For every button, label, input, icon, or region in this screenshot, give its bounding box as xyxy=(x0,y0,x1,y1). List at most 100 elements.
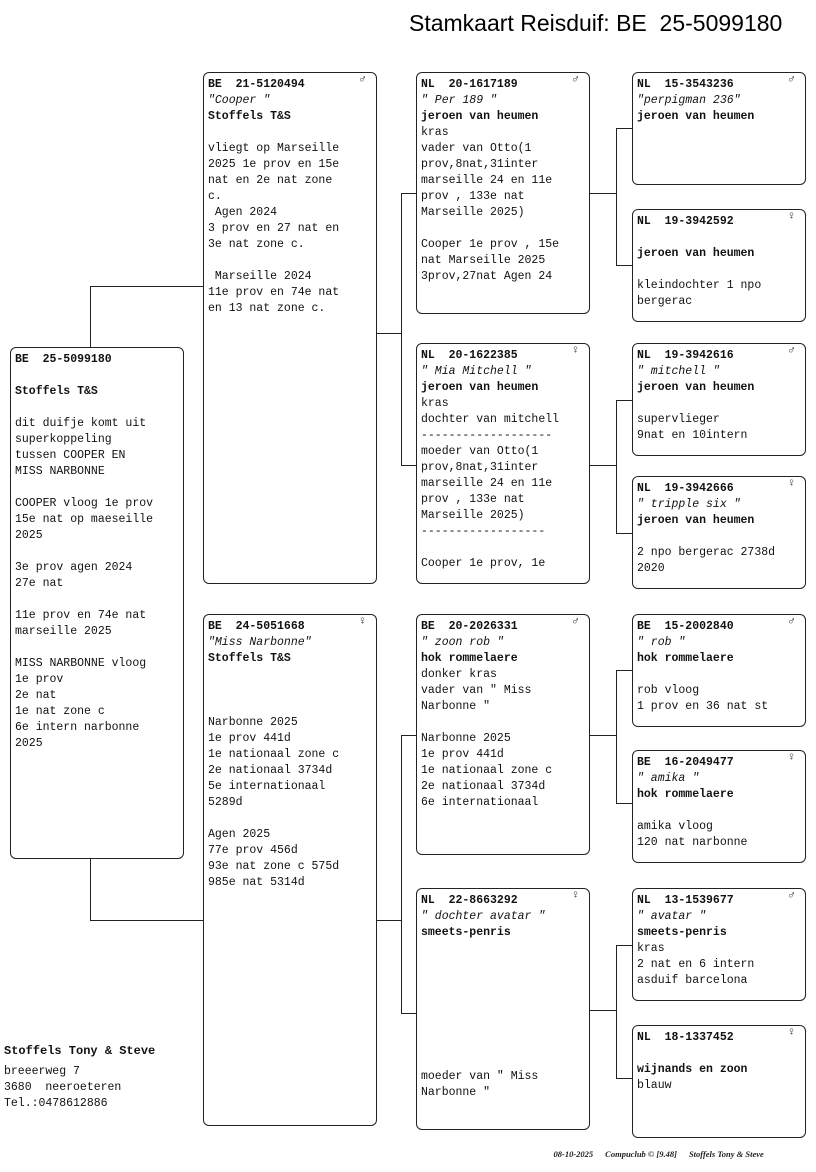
pigeon-name: "perpigman 236" xyxy=(637,94,741,107)
note-line xyxy=(15,592,183,608)
breeder-name: Stoffels Tony & Steve xyxy=(4,1044,156,1058)
note-line: marseille 24 en 11e xyxy=(421,174,553,187)
note-line: Narbonne 2025 xyxy=(421,732,511,745)
breeder-phone: Tel.:0478612886 xyxy=(4,1097,108,1110)
footer-date: 08-10-2025 xyxy=(553,1149,594,1159)
pigeon-name xyxy=(637,230,805,246)
note-line: 5e internationaal xyxy=(208,780,326,793)
male-icon: ♂ xyxy=(788,344,795,357)
note-line: 2e nationaal 3734d xyxy=(208,764,333,777)
note-line xyxy=(421,221,589,237)
connector-line xyxy=(90,859,91,920)
note-line xyxy=(421,1021,589,1037)
connector-line xyxy=(590,465,616,466)
note-line: nat Marseille 2025 xyxy=(421,254,546,267)
pigeon-owner: wijnands en zoon xyxy=(637,1063,748,1076)
pigeon-owner: Stoffels T&S xyxy=(208,110,291,123)
note-line xyxy=(637,396,805,412)
pigeon-name: " avatar " xyxy=(637,910,707,923)
note-line: vader van " Miss xyxy=(421,684,532,697)
pigeon-owner: jeroen van heumen xyxy=(637,247,755,260)
pigeon-owner: jeroen van heumen xyxy=(637,514,755,527)
pigeon-card-dam[interactable]: BE 24-5051668♀"Miss Narbonne"Stoffels T&… xyxy=(203,614,377,1126)
ring-number: NL 20-1617189 xyxy=(421,78,518,91)
pigeon-name xyxy=(15,368,183,384)
connector-line xyxy=(590,193,616,194)
footer-owner: Stoffels Tony & Steve xyxy=(688,1149,764,1159)
note-line: dochter van mitchell xyxy=(421,413,560,426)
footer: 08-10-2025 Compuclub © [9.48] Stoffels Ton… xyxy=(545,1139,776,1169)
pigeon-card-sd[interactable]: NL 20-1622385♀" Mia Mitchell "jeroen van… xyxy=(416,343,590,584)
connector-line xyxy=(401,1013,416,1014)
female-icon: ♀ xyxy=(572,344,579,357)
note-line: 1e prov 441d xyxy=(208,732,291,745)
note-line: 3 prov en 27 nat en xyxy=(208,222,340,235)
note-line: 2025 xyxy=(15,737,43,750)
note-line: blauw xyxy=(637,1079,672,1092)
male-icon: ♂ xyxy=(572,615,579,628)
breeder-city: 3680 neeroeteren xyxy=(4,1081,122,1094)
pigeon-owner: hok rommelaere xyxy=(637,788,734,801)
ring-number: NL 20-1622385 xyxy=(421,349,518,362)
note-line: supervlieger xyxy=(637,413,720,426)
male-icon: ♂ xyxy=(788,889,795,902)
note-line xyxy=(208,811,376,827)
note-line: kleindochter 1 npo xyxy=(637,279,762,292)
note-line: 15e nat op maeseille xyxy=(15,513,154,526)
note-line: 2e nationaal 3734d xyxy=(421,780,546,793)
pigeon-owner: jeroen van heumen xyxy=(637,110,755,123)
note-line xyxy=(421,973,589,989)
note-line xyxy=(421,1005,589,1021)
ring-number: BE 16-2049477 xyxy=(637,756,734,769)
male-icon: ♂ xyxy=(788,73,795,86)
pigeon-card-dd[interactable]: NL 22-8663292♀" dochter avatar "smeets-p… xyxy=(416,888,590,1130)
note-line: Cooper 1e prov , 15e xyxy=(421,238,560,251)
note-line: prov,8nat,31inter xyxy=(421,158,539,171)
note-line: MISS NARBONNE xyxy=(15,465,105,478)
note-line: 1e prov 441d xyxy=(421,748,504,761)
ring-number: BE 25-5099180 xyxy=(15,353,112,366)
pigeon-name: "Cooper " xyxy=(208,94,271,107)
pigeon-card-ss[interactable]: NL 20-1617189♂" Per 189 "jeroen van heum… xyxy=(416,72,590,314)
pigeon-card-ds[interactable]: BE 20-2026331♂" zoon rob "hok rommelaere… xyxy=(416,614,590,855)
note-line: kras xyxy=(421,397,449,410)
connector-line xyxy=(616,803,632,804)
note-line: 2 npo bergerac 2738d xyxy=(637,546,776,559)
note-line xyxy=(421,957,589,973)
note-line: marseille 2025 xyxy=(15,625,112,638)
note-line xyxy=(15,400,183,416)
note-line: prov,8nat,31inter xyxy=(421,461,539,474)
note-line xyxy=(208,253,376,269)
footer-software: Compuclub © [9.48] xyxy=(605,1149,677,1159)
note-line xyxy=(421,1037,589,1053)
ring-number: NL 15-3543236 xyxy=(637,78,734,91)
note-line: 3e nat zone c. xyxy=(208,238,305,251)
connector-line xyxy=(401,193,416,194)
note-line xyxy=(637,262,805,278)
note-line: bergerac xyxy=(637,295,693,308)
connector-line xyxy=(616,670,632,671)
note-line: 2025 1e prov en 15e xyxy=(208,158,340,171)
note-line: 2 nat en 6 intern xyxy=(637,958,755,971)
pigeon-name: " amika " xyxy=(637,772,700,785)
female-icon: ♀ xyxy=(788,1026,795,1039)
pigeon-owner: jeroen van heumen xyxy=(637,381,755,394)
pigeon-card-sds[interactable]: NL 19-3942616♂" mitchell "jeroen van heu… xyxy=(632,343,806,456)
note-line: COOPER vloog 1e prov xyxy=(15,497,154,510)
note-line: Marseille 2024 xyxy=(208,270,312,283)
page-title: Stamkaart Reisduif: BE 25-5099180 xyxy=(409,10,783,36)
note-line xyxy=(637,667,805,683)
connector-line xyxy=(90,286,91,347)
note-line xyxy=(421,715,589,731)
note-line: 77e prov 456d xyxy=(208,844,298,857)
pigeon-card-sdd[interactable]: NL 19-3942666♀" tripple six "jeroen van … xyxy=(632,476,806,589)
connector-line xyxy=(616,265,632,266)
pigeon-card-sss[interactable]: NL 15-3543236 ♂ "perpigman 236" jeroen van … xyxy=(632,72,806,185)
